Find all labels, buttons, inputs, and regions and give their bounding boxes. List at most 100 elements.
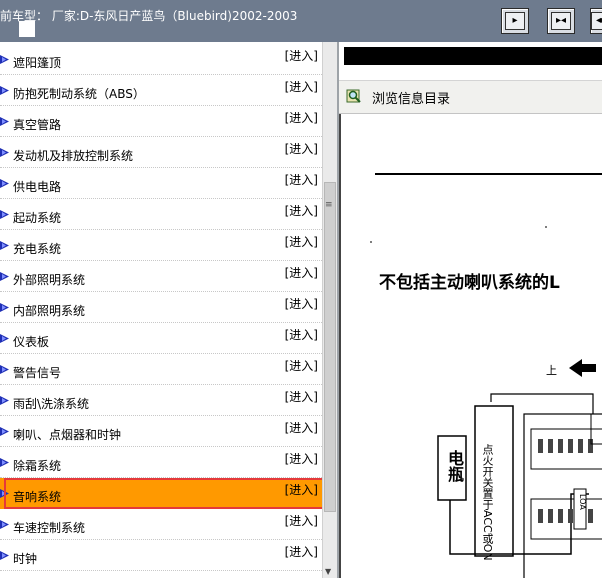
enter-link[interactable]: [进入] [284,80,318,94]
wiring-diagram [370,226,602,578]
row-divider [0,477,322,478]
enter-link[interactable]: [进入] [284,483,318,497]
bullet-icon [0,117,9,126]
list-item-label: 车速控制系统 [13,521,86,535]
page-top-rule [375,173,602,175]
browse-magnifier-icon [346,89,361,103]
list-item-label: 除霜系统 [13,459,62,473]
row-divider [0,136,322,137]
enter-link[interactable]: [进入] [284,204,318,218]
list-item[interactable]: 内部照明系统 [进入] [0,292,322,323]
list-item-label: 喇叭、点烟器和时钟 [13,428,122,442]
row-divider [0,384,322,385]
bullet-icon [0,272,9,281]
row-divider [0,229,322,230]
browse-toc-label[interactable]: 浏览信息目录 [372,92,451,107]
list-item-label: 遮阳篷顶 [13,56,62,70]
list-item[interactable]: 遮阳篷顶 [进入] [0,44,322,75]
list-item-label: 真空管路 [13,118,62,132]
row-divider [0,322,322,323]
bullet-icon [0,148,9,157]
list-item-label: 雨刮\洗涤系统 [13,397,90,411]
viewer-header-bar [344,47,602,65]
bullet-icon [0,365,9,374]
list-item[interactable]: 音响系统 [进入] [0,478,322,509]
connector-label: LOA [578,494,587,510]
wiring-diagram-page: 不包括主动喇叭系统的L 上 电瓶 点火开关置于ACC或ON LOA [339,114,602,578]
title-bar: 前车型： 厂家:D-东风日产蓝鸟（Bluebird)2002-2003 ▸ ▸◂… [0,0,602,42]
list-item[interactable]: 充电系统 [进入] [0,230,322,261]
scrollbar-grip-icon: ≡ [325,200,333,210]
ignition-switch-label: 点火开关置于ACC或ON [481,444,494,561]
list-item[interactable]: 喇叭、点烟器和时钟 [进入] [0,416,322,447]
bullet-icon [0,179,9,188]
list-item-label: 时钟 [13,552,38,566]
vehicle-title: 前车型： 厂家:D-东风日产蓝鸟（Bluebird)2002-2003 [0,9,298,23]
enter-link[interactable]: [进入] [284,297,318,311]
direction-label: 上 [546,364,557,377]
row-divider [0,446,322,447]
enter-link[interactable]: [进入] [284,421,318,435]
panel-collapse-icon: ▸◂ [551,12,571,30]
enter-link[interactable]: [进入] [284,111,318,125]
list-item[interactable]: 仪表板 [进入] [0,323,322,354]
enter-link[interactable]: [进入] [284,390,318,404]
row-divider [0,167,322,168]
diagram-heading: 不包括主动喇叭系统的L [379,273,560,293]
list-item-label: 仪表板 [13,335,50,349]
bullet-icon [0,210,9,219]
bullet-icon [0,241,9,250]
enter-link[interactable]: [进入] [284,142,318,156]
list-item-label: 充电系统 [13,242,62,256]
list-scrollbar[interactable]: ≡ ▼ [322,42,337,578]
row-divider [0,539,322,540]
row-divider [0,291,322,292]
window-button-3[interactable]: ◂▸ [590,8,602,34]
enter-link[interactable]: [进入] [284,266,318,280]
browse-toc-bar[interactable]: 浏览信息目录 [339,80,602,114]
list-item-label: 供电电路 [13,180,62,194]
document-viewer: 浏览信息目录 [339,42,602,578]
list-item[interactable]: 防抱死制动系统（ABS） [进入] [0,75,322,106]
scrollbar-thumb[interactable] [324,182,336,512]
scroll-down-arrow-icon[interactable]: ▼ [325,567,332,576]
list-item[interactable]: 外部照明系统 [进入] [0,261,322,292]
list-item-label: 发动机及排放控制系统 [13,149,134,163]
list-item[interactable]: 供电电路 [进入] [0,168,322,199]
enter-link[interactable]: [进入] [284,235,318,249]
panel-expand-icon: ◂▸ [591,12,602,30]
row-divider [0,570,322,571]
list-item-label: 防抱死制动系统（ABS） [13,87,145,101]
list-item[interactable]: 警告信号[进入] [0,354,322,385]
list-item[interactable]: 雨刮\洗涤系统 [进入] [0,385,322,416]
list-item[interactable]: 车速控制系统 [进入] [0,509,322,540]
list-item[interactable]: 除霜系统 [进入] [0,447,322,478]
list-item-label: 外部照明系统 [13,273,86,287]
list-item[interactable]: 起动系统 [进入] [0,199,322,230]
list-item[interactable]: 时钟 [进入] [0,540,322,571]
enter-link[interactable]: [进入] [284,49,318,63]
list-item-label: 音响系统 [13,490,62,504]
list-item[interactable]: 真空管路 [进入] [0,106,322,137]
battery-label: 电瓶 [445,450,464,482]
enter-link[interactable]: [进入] [284,514,318,528]
bullet-icon [0,303,9,312]
list-item-label: 内部照明系统 [13,304,86,318]
enter-link[interactable]: [进入] [284,545,318,559]
bullet-icon [0,86,9,95]
window-button-2[interactable]: ▸◂ [547,8,575,34]
enter-link[interactable]: [进入] [284,452,318,466]
row-divider [0,105,322,106]
window-button-1[interactable]: ▸ [501,8,529,34]
enter-link[interactable]: [进入] [284,328,318,342]
direction-arrow-icon [569,359,582,377]
list-item-label: 起动系统 [13,211,62,225]
list-item[interactable]: 发动机及排放控制系统 [进入] [0,137,322,168]
row-divider [0,198,322,199]
enter-link[interactable]: [进入] [284,359,318,373]
row-divider [0,260,322,261]
enter-link[interactable]: [进入] [284,173,318,187]
bullet-icon [0,489,9,498]
bullet-icon [0,458,9,467]
row-divider [0,415,322,416]
